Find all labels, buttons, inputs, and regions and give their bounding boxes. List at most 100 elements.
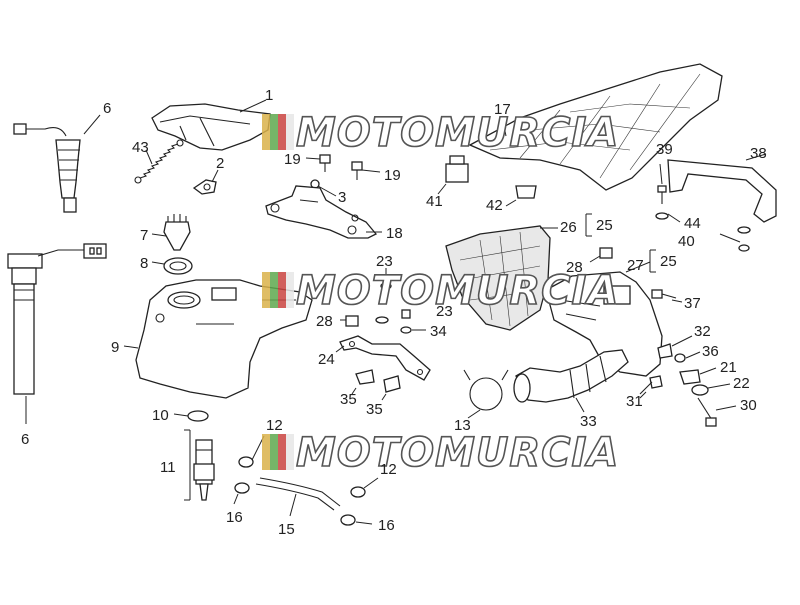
watermark-text-middle: MOTOMURCIA xyxy=(296,268,619,314)
callout-21: 21 xyxy=(720,359,737,376)
part-9-fuel-tank xyxy=(135,279,313,399)
callout-3: 3 xyxy=(338,189,346,206)
part-28-nut-b xyxy=(599,247,613,259)
part-28-nut-a xyxy=(345,315,359,327)
callout-labels: 1 2 3 6 6 7 8 9 10 11 12 12 13 15 16 16 … xyxy=(21,87,767,538)
part-16-clamp-a xyxy=(234,482,250,494)
part-40-nut xyxy=(738,244,750,252)
part-12-clamp-a xyxy=(238,456,254,468)
part-8-ring xyxy=(163,257,193,275)
callout-1: 1 xyxy=(265,87,273,104)
part-37-bolt xyxy=(651,289,677,299)
callout-9: 9 xyxy=(111,339,119,356)
watermark-text-bottom: MOTOMURCIA xyxy=(296,430,619,476)
part-39-bolt xyxy=(657,185,667,204)
callout-31: 31 xyxy=(626,393,643,410)
part-44-washer xyxy=(655,212,751,234)
part-7-fuel-pump-cap xyxy=(163,214,191,251)
callout-2: 2 xyxy=(216,155,224,172)
callout-39: 39 xyxy=(656,141,673,158)
watermark-stripe xyxy=(278,272,286,308)
callout-34: 34 xyxy=(430,323,447,340)
callout-10: 10 xyxy=(152,407,169,424)
part-27-airbox xyxy=(545,271,663,377)
callout-30: 30 xyxy=(740,397,757,414)
part-35-clip-a xyxy=(355,369,375,385)
part-26-air-filter xyxy=(445,225,551,331)
watermark-stripe xyxy=(262,114,270,150)
callout-35-a: 35 xyxy=(340,391,357,408)
callout-35-b: 35 xyxy=(366,401,383,418)
part-13-hose-clamp xyxy=(463,369,509,411)
callout-44: 44 xyxy=(684,215,701,232)
callout-40: 40 xyxy=(678,233,695,250)
callout-28-a: 28 xyxy=(316,313,333,330)
callout-16-a: 16 xyxy=(226,509,243,526)
part-30-bolt xyxy=(697,397,717,427)
part-24-bracket xyxy=(339,335,431,381)
callout-43: 43 xyxy=(132,139,149,156)
callout-7: 7 xyxy=(140,227,148,244)
callout-41: 41 xyxy=(426,193,443,210)
part-1-front-cover xyxy=(151,103,271,151)
part-17-seat xyxy=(468,63,723,191)
callout-12-a: 12 xyxy=(266,417,283,434)
callout-17: 17 xyxy=(494,101,511,118)
callout-6-bottom: 6 xyxy=(21,431,29,448)
watermark-text-top: MOTOMURCIA xyxy=(296,110,619,156)
part-41-bracket xyxy=(445,155,469,183)
part-43-spring xyxy=(134,139,184,184)
callout-15: 15 xyxy=(278,521,295,538)
part-38-grab-handle xyxy=(667,159,777,223)
callout-33: 33 xyxy=(580,413,597,430)
callout-16-b: 16 xyxy=(378,517,395,534)
callout-37: 37 xyxy=(684,295,701,312)
watermark-stripe xyxy=(270,434,278,470)
part-19-screw-b xyxy=(351,161,363,180)
part-12-clamp-b xyxy=(350,486,366,498)
callout-25-b: 25 xyxy=(660,253,677,270)
part-23-washer-a xyxy=(380,282,392,290)
callout-38: 38 xyxy=(750,145,767,162)
callout-32: 32 xyxy=(694,323,711,340)
callout-11: 11 xyxy=(160,459,176,476)
part-16-clamp-b xyxy=(340,514,356,526)
watermark-stripe xyxy=(262,434,270,470)
watermark-stripe xyxy=(270,114,278,150)
callout-22: 22 xyxy=(733,375,750,392)
callout-18: 18 xyxy=(386,225,403,242)
part-15-fuel-hose xyxy=(255,477,341,511)
callout-26: 26 xyxy=(560,219,577,236)
watermark-logo-top: MOTOMURCIA xyxy=(262,109,619,157)
callout-27: 27 xyxy=(627,257,644,274)
part-35-clip-b xyxy=(383,375,401,393)
part-11-fuel-tap xyxy=(184,429,215,501)
callout-23-a: 23 xyxy=(376,253,393,270)
callout-28-b: 28 xyxy=(566,259,583,276)
part-21-rubber-mount xyxy=(679,369,701,385)
callout-13: 13 xyxy=(454,417,471,434)
part-2-bracket xyxy=(192,179,217,195)
callout-19-a: 19 xyxy=(284,151,301,168)
watermark-stripe xyxy=(278,114,286,150)
callout-12-b: 12 xyxy=(380,461,397,478)
callout-36: 36 xyxy=(702,343,719,360)
part-32-clip xyxy=(657,343,673,359)
watermark-logo-middle: MOTOMURCIA xyxy=(262,267,619,315)
part-23-washer-b xyxy=(375,316,389,324)
part-22-spacer xyxy=(691,384,709,396)
part-34-nut xyxy=(400,309,412,334)
part-31-screw xyxy=(639,375,663,395)
watermark-stripe xyxy=(286,434,294,470)
watermark-stripe xyxy=(286,114,294,150)
watermark-stripe xyxy=(286,272,294,308)
part-18-bracket xyxy=(265,185,378,239)
part-33-intake-duct xyxy=(513,349,629,403)
callout-42: 42 xyxy=(486,197,503,214)
watermark-stripe xyxy=(278,434,286,470)
part-42-rubber-pad xyxy=(515,185,537,199)
watermark-stripe xyxy=(262,272,270,308)
callout-25-a: 25 xyxy=(596,217,613,234)
